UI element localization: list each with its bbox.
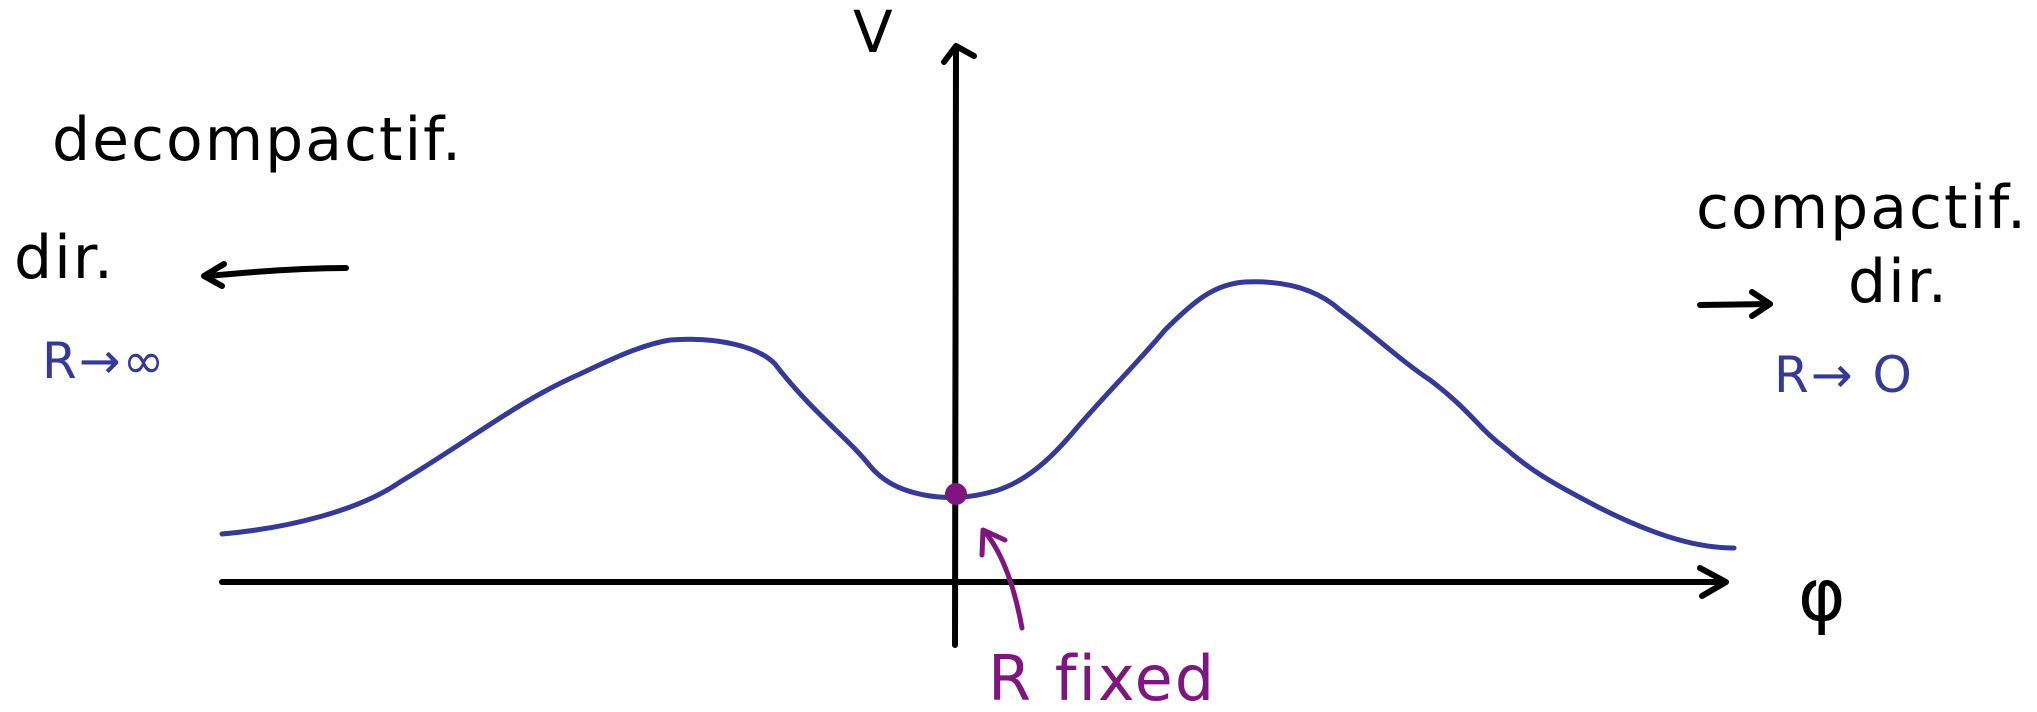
minimum-annotation-label: R fixed <box>988 642 1216 712</box>
x-axis <box>219 565 1729 599</box>
right-direction-label-line1: compactif. <box>1696 173 2028 243</box>
y-axis <box>941 43 977 648</box>
y-axis-line <box>952 45 959 648</box>
left-direction-arrowhead <box>201 261 227 289</box>
x-axis-label: φ <box>1798 553 1848 637</box>
left-direction-label-line2: dir. <box>14 223 115 293</box>
x-axis-arrowhead <box>1697 565 1729 599</box>
left-direction-label-line1: decompactif. <box>52 105 463 175</box>
potential-curve <box>219 279 1737 551</box>
minimum-annotation-arrow <box>982 529 1025 631</box>
minimum-annotation-arrowhead <box>979 527 1008 558</box>
right-direction-label-line2: dir. <box>1848 247 1949 317</box>
right-direction-arrow <box>1697 301 1773 308</box>
left-limit-label: R→∞ <box>42 332 166 390</box>
y-axis-arrowhead <box>941 43 977 65</box>
right-direction-arrowhead <box>1749 289 1773 319</box>
left-direction-arrow <box>205 265 349 279</box>
minimum-point <box>945 483 967 505</box>
y-axis-label: V <box>853 0 895 66</box>
right-limit-label: R→ O <box>1774 346 1914 404</box>
